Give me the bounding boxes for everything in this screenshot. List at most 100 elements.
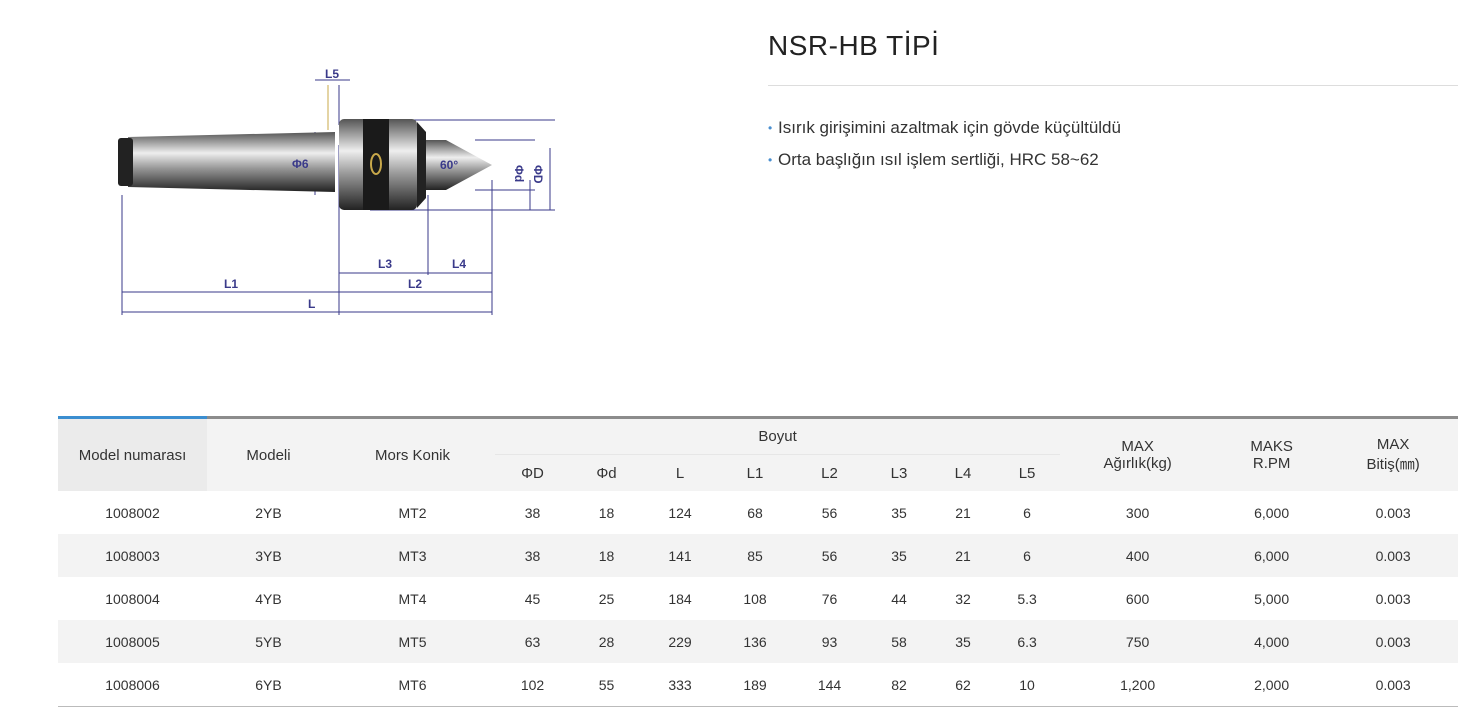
table-cell: 82 bbox=[866, 663, 932, 707]
feature-list: • Isırık girişimini azaltmak için gövde k… bbox=[768, 116, 1121, 180]
table-cell: 0.003 bbox=[1328, 534, 1459, 577]
table-cell: 56 bbox=[821, 504, 838, 521]
table-cell: 18 bbox=[570, 534, 643, 577]
header-morse-taper: Mors Konik bbox=[330, 416, 495, 491]
header-model-number: Model numarası bbox=[58, 416, 207, 491]
table-cell: 68 bbox=[747, 504, 763, 521]
table-cell: 2YB bbox=[255, 504, 282, 521]
label-phi-d: Φd bbox=[512, 165, 526, 182]
header-max-weight: MAX Ağırlık(kg) bbox=[1060, 416, 1216, 491]
table-cell: 750 bbox=[1060, 620, 1216, 663]
table-cell: MT4 bbox=[398, 590, 427, 607]
table-cell: 93 bbox=[793, 620, 866, 663]
feature-item: •Isırık girişimini azaltmak için gövde k… bbox=[768, 116, 1121, 148]
table-cell: 141 bbox=[643, 534, 717, 577]
header-dim: L4 bbox=[932, 454, 994, 491]
label-l3: L3 bbox=[378, 257, 392, 271]
table-cell: 1,200 bbox=[1060, 663, 1216, 707]
table-cell: 1008002 bbox=[105, 504, 160, 521]
table-cell: 6 bbox=[1023, 504, 1031, 521]
table-cell: 4,000 bbox=[1215, 620, 1329, 663]
product-title: NSR-HB TİPİ bbox=[768, 30, 940, 61]
table-cell: 0.003 bbox=[1375, 504, 1411, 521]
bullet-icon: • bbox=[768, 153, 773, 167]
table-cell: 35 bbox=[932, 620, 994, 663]
table-cell: 44 bbox=[891, 590, 907, 607]
table-cell: 6YB bbox=[207, 663, 330, 707]
label-l2: L2 bbox=[408, 277, 422, 291]
table-cell: 5.3 bbox=[1017, 590, 1037, 607]
table-cell: 184 bbox=[668, 590, 692, 607]
table-cell: 333 bbox=[643, 663, 717, 707]
table-cell: MT5 bbox=[330, 620, 495, 663]
table-cell: 144 bbox=[793, 663, 866, 707]
header-dim: Φd bbox=[570, 454, 643, 491]
table-cell: 35 bbox=[866, 534, 932, 577]
table-cell: 45 bbox=[524, 590, 541, 607]
label-l: L bbox=[308, 297, 315, 311]
label-l1: L1 bbox=[224, 277, 238, 291]
table-row: 1008004 4YB MT4 45 25 184 108 76 44 32 5.3 600 5,000… bbox=[58, 577, 1458, 620]
table-cell: 1008004 bbox=[105, 590, 160, 607]
table-cell: 38 bbox=[524, 504, 541, 521]
label-phi-D: ΦD bbox=[531, 165, 545, 184]
table-cell: 0.003 bbox=[1375, 590, 1411, 607]
table-cell: 0.003 bbox=[1328, 620, 1459, 663]
table-cell: 229 bbox=[643, 620, 717, 663]
table-cell: 3YB bbox=[207, 534, 330, 577]
table-cell: 5,000 bbox=[1254, 590, 1290, 607]
table-cell: 21 bbox=[955, 504, 971, 521]
table-cell: 76 bbox=[821, 590, 838, 607]
spec-table: Model numarası Modeli Mors Konik Boyut M… bbox=[58, 416, 1459, 707]
feature-text: Orta başlığın ısıl işlem sertliği, HRC 5… bbox=[778, 150, 1099, 169]
table-cell: 6,000 bbox=[1215, 534, 1329, 577]
table-cell: 35 bbox=[891, 504, 907, 521]
header-dim: L bbox=[643, 454, 717, 491]
table-cell: 18 bbox=[598, 504, 615, 521]
table-cell: 38 bbox=[495, 534, 570, 577]
label-l4: L4 bbox=[452, 257, 466, 271]
table-cell: 189 bbox=[717, 663, 793, 707]
table-cell: 600 bbox=[1125, 590, 1150, 607]
feature-text: Isırık girişimini azaltmak için gövde kü… bbox=[778, 118, 1121, 137]
feature-item: • Orta başlığın ısıl işlem sertliği, HRC … bbox=[768, 148, 1121, 180]
table-cell: 32 bbox=[955, 590, 971, 607]
label-phi-g: Φ6 bbox=[292, 157, 309, 171]
table-cell: 25 bbox=[598, 590, 615, 607]
table-cell: 6 bbox=[994, 534, 1061, 577]
table-cell: 21 bbox=[932, 534, 994, 577]
header-dim: L3 bbox=[866, 454, 932, 491]
table-cell: 6,000 bbox=[1254, 504, 1290, 521]
label-l5: L5 bbox=[325, 67, 339, 81]
table-cell: MT2 bbox=[398, 504, 427, 521]
table-cell: 5YB bbox=[207, 620, 330, 663]
title-divider bbox=[768, 85, 1458, 86]
table-cell: 4YB bbox=[255, 590, 282, 607]
table-cell: 58 bbox=[866, 620, 932, 663]
table-cell: 1008005 bbox=[58, 620, 207, 663]
table-cell: 63 bbox=[495, 620, 570, 663]
table-cell: 0.003 bbox=[1328, 663, 1459, 707]
live-center-diagram: L5 Φ6 60° Φd ΦD L3 L4 L1 L2 L bbox=[118, 67, 555, 315]
table-cell: 55 bbox=[570, 663, 643, 707]
table-cell: 1008006 bbox=[58, 663, 207, 707]
header-model: Modeli bbox=[207, 416, 330, 491]
table-cell: 400 bbox=[1060, 534, 1216, 577]
header-dimensions: Boyut bbox=[495, 416, 1061, 455]
header-dim: L1 bbox=[717, 454, 793, 491]
table-cell: 2,000 bbox=[1215, 663, 1329, 707]
table-cell: MT3 bbox=[330, 534, 495, 577]
table-cell: MT6 bbox=[330, 663, 495, 707]
label-angle: 60° bbox=[440, 158, 458, 172]
header-dim: L5 bbox=[994, 454, 1061, 491]
table-cell: 62 bbox=[932, 663, 994, 707]
header-max-rpm: MAKS R.PM bbox=[1215, 416, 1329, 491]
table-cell: 124 bbox=[668, 504, 692, 521]
table-cell: 6.3 bbox=[994, 620, 1061, 663]
table-cell: 108 bbox=[743, 590, 767, 607]
header-max-finish: MAX Bitiş(㎜) bbox=[1328, 416, 1459, 491]
header-dim: ΦD bbox=[495, 454, 570, 491]
